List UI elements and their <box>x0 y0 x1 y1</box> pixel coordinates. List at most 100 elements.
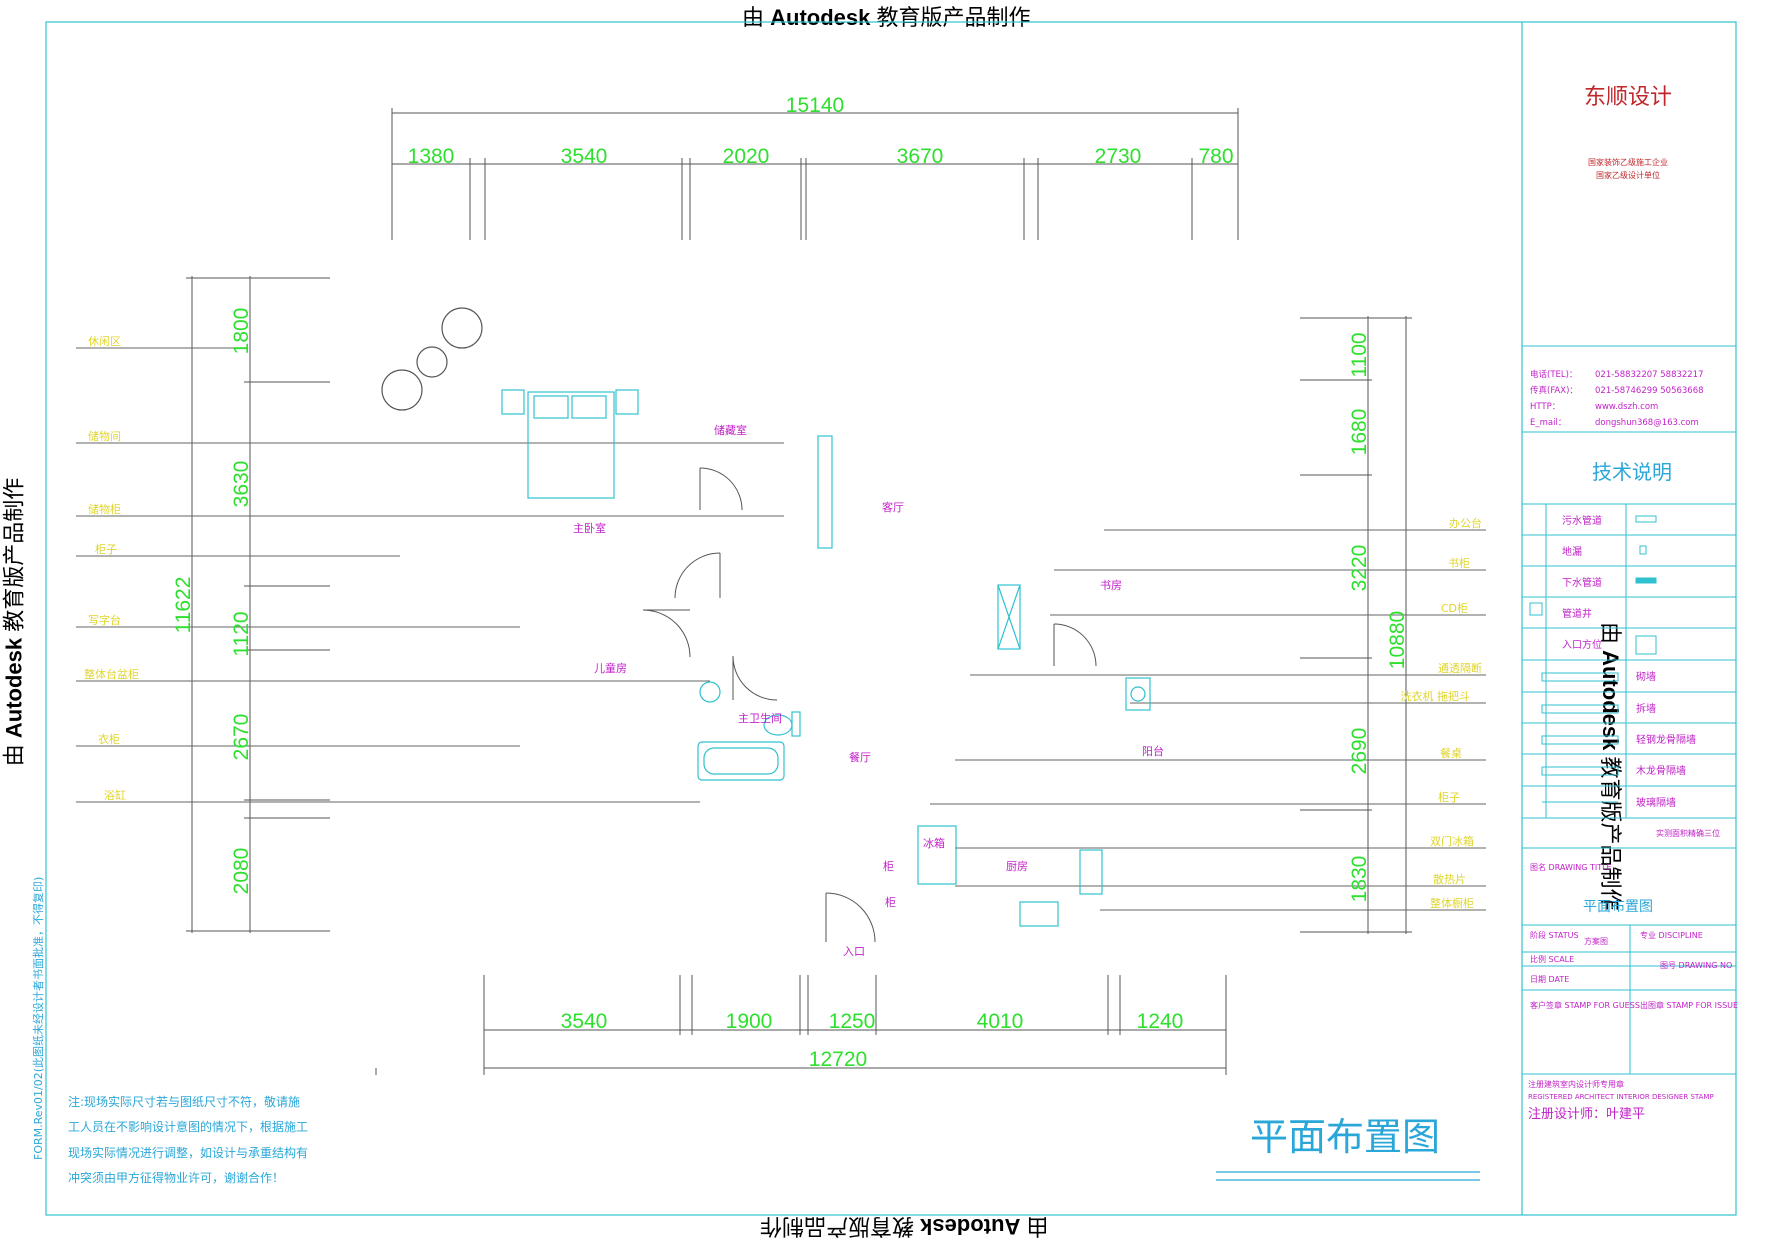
dim-right-3: 3220 <box>1348 545 1371 592</box>
room-cabinet-1: 柜 <box>883 860 894 873</box>
dim-top-total: 15140 <box>786 94 844 117</box>
legend-sewage: 污水管道 <box>1562 514 1602 527</box>
legend-floor-drain: 地漏 <box>1562 545 1582 558</box>
left-labels: 休闲区 储物间 储物柜 柜子 写字台 整体台盆柜 衣柜 浴缸 <box>84 334 139 802</box>
room-storage: 储藏室 <box>714 423 747 437</box>
basin <box>699 681 721 703</box>
sink <box>1079 849 1103 895</box>
date-label: 日期 DATE <box>1530 975 1569 984</box>
stage-value: 方案图 <box>1584 936 1608 946</box>
dimension-texts: 15140 1380 3540 2020 3670 2730 780 3540 … <box>172 94 1409 1071</box>
room-labels: 储藏室 客厅 主卧室 书房 儿童房 主卫生间 餐厅 阳台 冰箱 柜 厨房 柜 入… <box>573 423 1164 958</box>
left-leader-lines <box>76 347 784 803</box>
room-fridge: 冰箱 <box>923 836 945 850</box>
doors <box>642 467 1097 943</box>
dim-left-1: 1800 <box>230 308 253 355</box>
dim-bottom-total: 12720 <box>809 1048 867 1071</box>
dim-top-5: 2730 <box>1095 145 1142 168</box>
right-labels: 办公台 书柜 CD柜 通透隔断 洗衣机 拖把斗 餐桌 柜子 双门冰箱 散热片 整… <box>1401 516 1483 910</box>
contact-email-label: E_mail： <box>1530 418 1566 428</box>
legend-demolish-wall: 拆墙 <box>1636 702 1656 715</box>
legend-entrance: 入口方位 <box>1562 638 1602 651</box>
label-kitchen-cabinet: 整体橱柜 <box>1430 896 1474 910</box>
dim-bottom-3: 1250 <box>829 1010 876 1033</box>
contact-http-label: HTTP： <box>1530 402 1560 412</box>
issue-stamp-label: 出图章 STAMP FOR ISSUE <box>1640 1000 1738 1010</box>
tv-cabinet <box>817 435 833 549</box>
plan-title: 平面布置图 <box>1250 1115 1440 1159</box>
legend-glass-wall: 玻璃隔墙 <box>1636 796 1676 809</box>
right-dimension-lines <box>1300 316 1412 934</box>
tech-title: 技术说明 <box>1592 460 1672 484</box>
qualification-2: 国家乙级设计单位 <box>1596 170 1660 180</box>
label-bookcase: 书柜 <box>1448 557 1470 570</box>
company-name: 东顺设计 <box>1584 85 1672 110</box>
stage-label: 阶段 STATUS <box>1530 930 1579 940</box>
dim-right-1: 1100 <box>1348 332 1371 377</box>
watermark-top: 由 Autodesk 教育版产品制作 <box>742 5 1031 30</box>
room-balcony: 阳台 <box>1142 744 1164 758</box>
stamp-cn: 注册建筑室内设计师专用章 <box>1528 1079 1624 1089</box>
label-storage-cabinet: 储物柜 <box>88 502 121 516</box>
drawing-no-label: 图号 DRAWING NO <box>1660 961 1732 970</box>
dim-right-2: 1680 <box>1348 409 1371 456</box>
label-dining-table: 餐桌 <box>1440 746 1462 760</box>
label-fridge: 双门冰箱 <box>1430 834 1474 848</box>
scale-label: 比例 SCALE <box>1530 954 1574 964</box>
dim-bottom-1: 3540 <box>561 1010 608 1033</box>
label-partition: 通透隔断 <box>1438 661 1482 675</box>
legend-steel-wall: 轻钢龙骨隔墙 <box>1636 733 1696 746</box>
title-block-grid <box>1522 345 1736 1075</box>
room-entrance: 入口 <box>843 945 865 958</box>
label-cabinet: 柜子 <box>95 543 117 556</box>
client-stamp-label: 客户签章 STAMP FOR GUESS <box>1530 1000 1640 1010</box>
room-cabinet-2: 柜 <box>885 896 896 909</box>
dim-right-total: 10880 <box>1386 611 1409 669</box>
desk <box>997 584 1021 650</box>
room-living: 客厅 <box>882 500 904 514</box>
label-right-cabinet: 柜子 <box>1438 791 1460 804</box>
contact-tel-label: 电话(TEL)： <box>1530 369 1577 380</box>
status-fields: 阶段 STATUS 方案图 比例 SCALE 日期 DATE 专业 DISCIP… <box>1528 930 1738 1101</box>
label-desk: 写字台 <box>88 613 121 627</box>
drawing-title-label: 图名 DRAWING TITLE <box>1530 862 1612 872</box>
legend-symbols <box>1529 515 1657 803</box>
label-washer: 洗衣机 拖把斗 <box>1401 689 1471 703</box>
drawing-title: 平面布置图 <box>1583 899 1653 915</box>
bottom-dimension-lines <box>375 975 1227 1075</box>
contact-http: www.dszh.com <box>1595 402 1658 412</box>
left-dimension-lines <box>186 276 330 933</box>
note-line-1: 注:现场实际尺寸若与图纸尺寸不符，敬请施 <box>68 1094 300 1109</box>
dim-top-1: 1380 <box>408 145 455 168</box>
form-note: FORM.Rev01/02(此图纸未经设计者书面批准，不得复印) <box>31 877 45 1160</box>
note-line-4: 冲突须由甲方征得物业许可，谢谢合作！ <box>68 1170 284 1185</box>
label-cd-cabinet: CD柜 <box>1441 602 1468 615</box>
bed <box>527 391 615 499</box>
dim-top-3: 2020 <box>723 145 770 168</box>
dim-left-3: 1120 <box>230 611 253 656</box>
construction-notes: 注:现场实际尺寸若与图纸尺寸不符，敬请施 工人员在不影响设计意图的情况下，根据施… <box>68 1094 308 1185</box>
label-leisure: 休闲区 <box>88 334 121 348</box>
label-storage-room: 储物间 <box>88 429 121 443</box>
label-radiator: 散热片 <box>1433 872 1466 886</box>
dim-right-4: 2690 <box>1348 728 1371 775</box>
area-note: 实测面积精确三位 <box>1656 828 1720 838</box>
dim-bottom-4: 4010 <box>977 1010 1024 1033</box>
note-line-3: 现场实际情况进行调整，如设计与承重结构有 <box>68 1145 308 1160</box>
dim-left-total: 11622 <box>172 577 195 634</box>
label-vanity: 整体台盆柜 <box>84 667 139 681</box>
room-dining: 餐厅 <box>849 750 871 764</box>
stamp-en: REGISTERED ARCHITECT INTERIOR DESIGNER S… <box>1528 1093 1714 1101</box>
room-master-bath: 主卫生间 <box>738 711 782 725</box>
dim-bottom-5: 1240 <box>1137 1010 1184 1033</box>
room-kids: 儿童房 <box>594 661 627 675</box>
dim-left-5: 2080 <box>230 848 253 895</box>
legend-build-wall: 砌墙 <box>1636 670 1656 683</box>
label-wardrobe: 衣柜 <box>98 732 120 746</box>
contact-tel: 021-58832207 58832217 <box>1595 370 1704 380</box>
lounge-chairs <box>381 307 483 411</box>
label-bathtub: 浴缸 <box>104 788 126 802</box>
dim-top-4: 3670 <box>897 145 944 168</box>
dim-right-5: 1830 <box>1348 856 1371 903</box>
